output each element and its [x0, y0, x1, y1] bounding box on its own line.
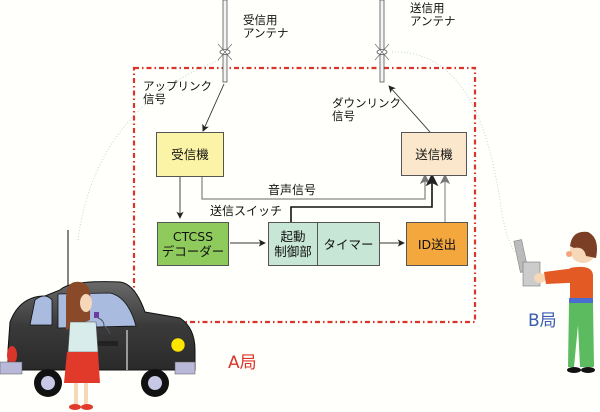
start-control-block: 起動 制御部 [268, 222, 318, 266]
uplink-label-line1: アップリンク [143, 79, 212, 93]
receiver-label: 受信機 [171, 147, 209, 162]
id-send-label: ID送出 [417, 236, 457, 252]
receive-antenna-label-line2: アンテナ [243, 26, 289, 40]
transmit-antenna-label: 送信用 アンテナ [410, 2, 456, 28]
transmit-antenna-icon [374, 0, 390, 83]
transmit-antenna-label-line2: アンテナ [410, 14, 456, 28]
start-control-label-line1: 起動 [280, 229, 306, 244]
start-control-label-line2: 制御部 [274, 244, 312, 259]
transmitter-label: 送信機 [415, 146, 453, 162]
man-operator-illustration [513, 231, 597, 373]
transmit-antenna-label-line1: 送信用 [410, 1, 445, 15]
tx-switch-label: 送信スイッチ [210, 204, 283, 218]
woman-operator-illustration [64, 281, 111, 410]
downlink-signal-label: ダウンリンク 信号 [332, 97, 401, 123]
receiver-block: 受信機 [156, 132, 224, 177]
uplink-label-line2: 信号 [143, 92, 166, 106]
ctcss-decoder-block: CTCSS デコーダー [157, 222, 229, 266]
ctcss-label-line1: CTCSS [172, 229, 214, 244]
id-send-block: ID送出 [406, 222, 468, 266]
timer-label: タイマー [323, 236, 374, 252]
receive-antenna-icon [217, 0, 233, 83]
station-a-label: A局 [228, 353, 257, 373]
audio-signal-label: 音声信号 [268, 183, 317, 197]
uplink-signal-label: アップリンク 信号 [143, 80, 212, 106]
station-b-label: B局 [528, 311, 557, 331]
downlink-label-line2: 信号 [332, 109, 355, 123]
station-a-boundary [132, 66, 477, 324]
radio-wave-downlink [391, 51, 526, 257]
radio-wave-uplink [77, 59, 221, 241]
ctcss-label-line2: デコーダー [161, 244, 225, 259]
receive-antenna-label: 受信用 アンテナ [243, 14, 289, 40]
receive-antenna-label-line1: 受信用 [243, 13, 278, 27]
transmitter-block: 送信機 [401, 132, 467, 176]
timer-block: タイマー [317, 222, 380, 266]
downlink-label-line1: ダウンリンク [332, 96, 401, 110]
